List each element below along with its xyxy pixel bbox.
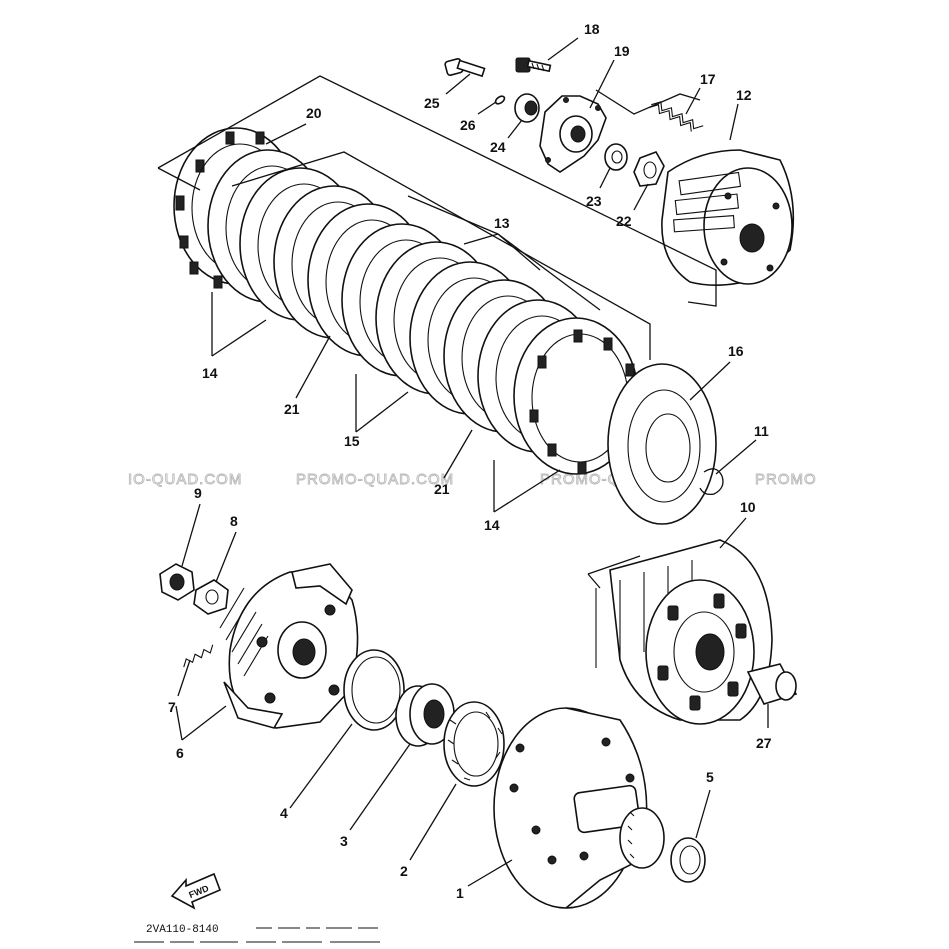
label-12: 12 xyxy=(736,87,752,103)
watermark-2: PROMO-QUAD.COM xyxy=(296,471,454,488)
label-2: 2 xyxy=(400,863,408,879)
label-14b: 14 xyxy=(484,517,500,533)
plate-stack xyxy=(173,127,639,475)
label-3: 3 xyxy=(340,833,348,849)
part-18-bolt xyxy=(515,57,552,73)
label-21b: 21 xyxy=(434,481,450,497)
label-1: 1 xyxy=(456,885,464,901)
diagram-code: 2VA110-8140 xyxy=(146,924,219,936)
label-21a: 21 xyxy=(284,401,300,417)
label-13: 13 xyxy=(494,215,510,231)
label-25: 25 xyxy=(424,95,440,111)
part-labels: 18 19 25 26 24 17 12 23 22 20 13 14 16 2… xyxy=(168,21,772,901)
label-17: 17 xyxy=(700,71,716,87)
outline-brackets xyxy=(157,75,717,360)
label-26: 26 xyxy=(460,117,476,133)
part-26-pin xyxy=(494,95,506,105)
illegible-caption-text xyxy=(134,927,380,943)
label-24: 24 xyxy=(490,139,506,155)
label-23: 23 xyxy=(586,193,602,209)
part-23-washer xyxy=(604,143,628,171)
part-25-bolt xyxy=(444,58,486,78)
part-6-centrifugal-clutch xyxy=(219,563,359,729)
label-27: 27 xyxy=(756,735,772,751)
label-7: 7 xyxy=(168,699,176,715)
label-14a: 14 xyxy=(202,365,218,381)
fwd-arrow: FWD xyxy=(170,872,222,910)
label-4: 4 xyxy=(280,805,288,821)
part-11-circlip xyxy=(699,468,724,496)
part-2-one-way-clutch xyxy=(443,701,505,787)
part-7-spring xyxy=(183,644,214,668)
label-22: 22 xyxy=(616,213,632,229)
label-15: 15 xyxy=(344,433,360,449)
label-9: 9 xyxy=(194,485,202,501)
label-8: 8 xyxy=(230,513,238,529)
part-5-washer xyxy=(670,837,706,883)
label-18: 18 xyxy=(584,21,600,37)
leader-lines xyxy=(175,37,769,887)
part-27-collar xyxy=(746,663,798,705)
label-5: 5 xyxy=(706,769,714,785)
label-20: 20 xyxy=(306,105,322,121)
label-16: 16 xyxy=(728,343,744,359)
part-1-clutch-drum xyxy=(493,707,665,909)
part-19-pressure-plate xyxy=(539,95,607,173)
part-4-ring xyxy=(343,649,405,731)
part-10-clutch-housing xyxy=(595,539,773,725)
part-3-bearing xyxy=(395,683,455,747)
housing-bracket xyxy=(587,555,641,589)
part-9-nut xyxy=(159,563,195,601)
watermark-1: IO-QUAD.COM xyxy=(128,471,242,488)
part-24-bearing xyxy=(514,93,540,123)
label-10: 10 xyxy=(740,499,756,515)
part-12-clutch-boss xyxy=(661,149,795,286)
part-16-disc xyxy=(607,363,717,525)
label-19: 19 xyxy=(614,43,630,59)
part-22-lock-washer xyxy=(633,151,665,187)
watermark-4: PROMO xyxy=(755,471,817,488)
part-8-lock-washer xyxy=(193,579,229,615)
watermarks: IO-QUAD.COM PROMO-QUAD.COM PROMO-QUAD.CO… xyxy=(128,471,817,489)
part-17-spring xyxy=(648,101,704,132)
label-6: 6 xyxy=(176,745,184,761)
label-11: 11 xyxy=(754,423,769,439)
